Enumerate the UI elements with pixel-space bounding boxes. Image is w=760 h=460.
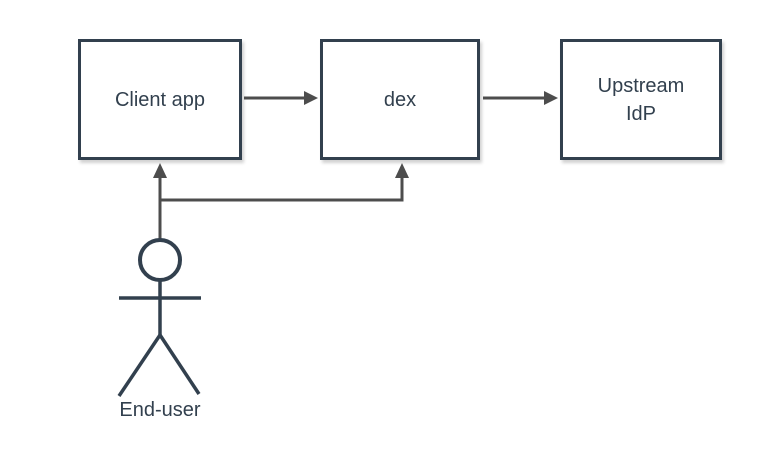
arrowhead-right-icon <box>544 91 558 105</box>
stick-figure-head <box>138 238 182 282</box>
node-upstream-idp: Upstream IdP <box>560 39 722 160</box>
edge-dex-to-upstream-idp <box>483 91 558 105</box>
node-dex-label: dex <box>383 88 417 111</box>
node-dex: dex <box>320 39 480 160</box>
stick-figure-left-leg <box>117 334 162 397</box>
node-upstream-idp-label-line2: IdP <box>625 102 657 125</box>
arrowhead-right-icon <box>304 91 318 105</box>
edge-client-app-to-dex <box>244 91 318 105</box>
end-user-label: End-user <box>119 399 201 421</box>
node-client-app-label: Client app <box>114 88 206 111</box>
arrowhead-up-icon <box>395 163 409 178</box>
edge-end-user-to-client-app <box>153 163 167 240</box>
edge-end-user-to-dex <box>160 163 409 202</box>
node-upstream-idp-label-line1: Upstream <box>597 74 685 97</box>
node-client-app: Client app <box>78 39 242 160</box>
arrowhead-up-icon <box>153 163 167 178</box>
stick-figure-right-leg <box>158 334 201 395</box>
stick-figure-icon <box>117 238 201 397</box>
